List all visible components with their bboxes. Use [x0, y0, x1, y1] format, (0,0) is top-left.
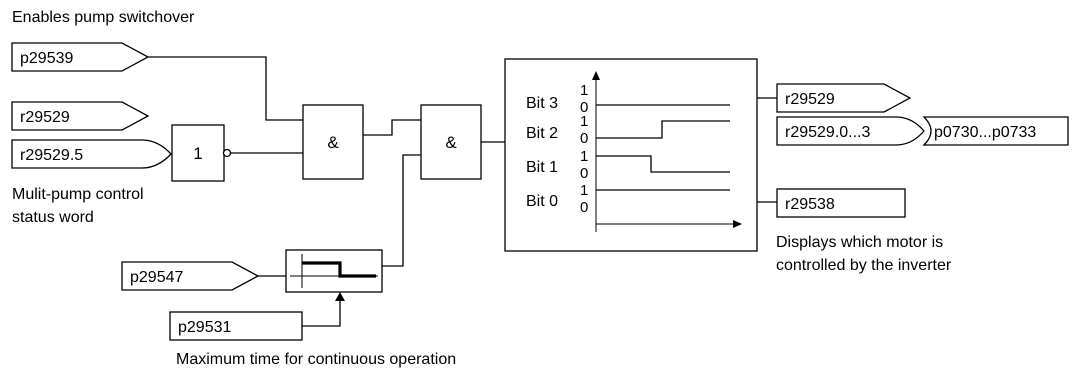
- bit-1-high-level: 1: [580, 148, 588, 165]
- connector-p29547: p29547: [121, 261, 260, 291]
- bit-2-label: Bit 2: [526, 125, 558, 142]
- connector-p29539-label: p29539: [20, 50, 73, 67]
- connector-r29529-input: r29529: [11, 101, 150, 131]
- connector-r29538: r29538: [776, 188, 906, 218]
- caption-status-word-line2: status word: [12, 209, 94, 226]
- bit-1-low-level: 0: [580, 165, 588, 182]
- connector-r29529-output: r29529: [776, 83, 912, 113]
- bit-2-signal: [596, 120, 730, 139]
- caption-status-word-line1: Mulit-pump control: [12, 186, 144, 203]
- bit-0-high-level: 1: [580, 182, 588, 199]
- connector-p29531-label: p29531: [178, 319, 231, 336]
- wiring: [148, 56, 777, 327]
- timer-pulse-curve: [302, 261, 376, 278]
- connector-p29531: p29531: [169, 311, 303, 341]
- connector-r29529-5: r29529.5: [11, 139, 172, 169]
- connector-r29538-label: r29538: [785, 196, 835, 213]
- caption-max-time: Maximum time for continuous operation: [176, 351, 456, 368]
- bit-1-signal: [596, 155, 730, 173]
- and-gate-1-label: &: [327, 133, 339, 152]
- timer-block: [285, 249, 383, 293]
- bit-3-low-level: 0: [580, 99, 588, 116]
- connector-r29529-5-label: r29529.5: [20, 147, 83, 164]
- caption-displays-motor-line1: Displays which motor is: [776, 234, 943, 251]
- not-gate-label: 1: [193, 144, 202, 163]
- bit-1-label: Bit 1: [526, 159, 558, 176]
- and-gate-2: &: [420, 104, 482, 180]
- bit-0-low-level: 0: [580, 199, 588, 216]
- connector-r29529-input-label: r29529: [20, 109, 70, 126]
- bit-2-high-level: 1: [580, 113, 588, 130]
- caption-displays-motor-line2: controlled by the inverter: [776, 257, 952, 274]
- and-gate-1: &: [302, 104, 364, 180]
- bit-0-label: Bit 0: [526, 193, 558, 210]
- connector-r29529-range: r29529.0...3: [776, 116, 925, 146]
- bit-panel: Bit 3 Bit 2 Bit 1 Bit 0 1 0 1 0 1 0 1 0: [504, 58, 758, 252]
- connector-p0730-range: p0730...p0733: [922, 116, 1069, 146]
- connector-r29529-output-label: r29529: [785, 91, 835, 108]
- connector-p0730-range-label: p0730...p0733: [934, 124, 1036, 141]
- bit-3-label: Bit 3: [526, 95, 558, 112]
- bit-3-high-level: 1: [580, 82, 588, 99]
- caption-enable-switchover: Enables pump switchover: [12, 9, 195, 26]
- connector-p29547-label: p29547: [130, 269, 183, 286]
- not-gate: 1: [171, 124, 232, 182]
- connector-p29539: p29539: [11, 42, 150, 72]
- bit-2-low-level: 0: [580, 130, 588, 147]
- connector-r29529-range-label: r29529.0...3: [785, 124, 871, 141]
- and-gate-2-label: &: [445, 133, 457, 152]
